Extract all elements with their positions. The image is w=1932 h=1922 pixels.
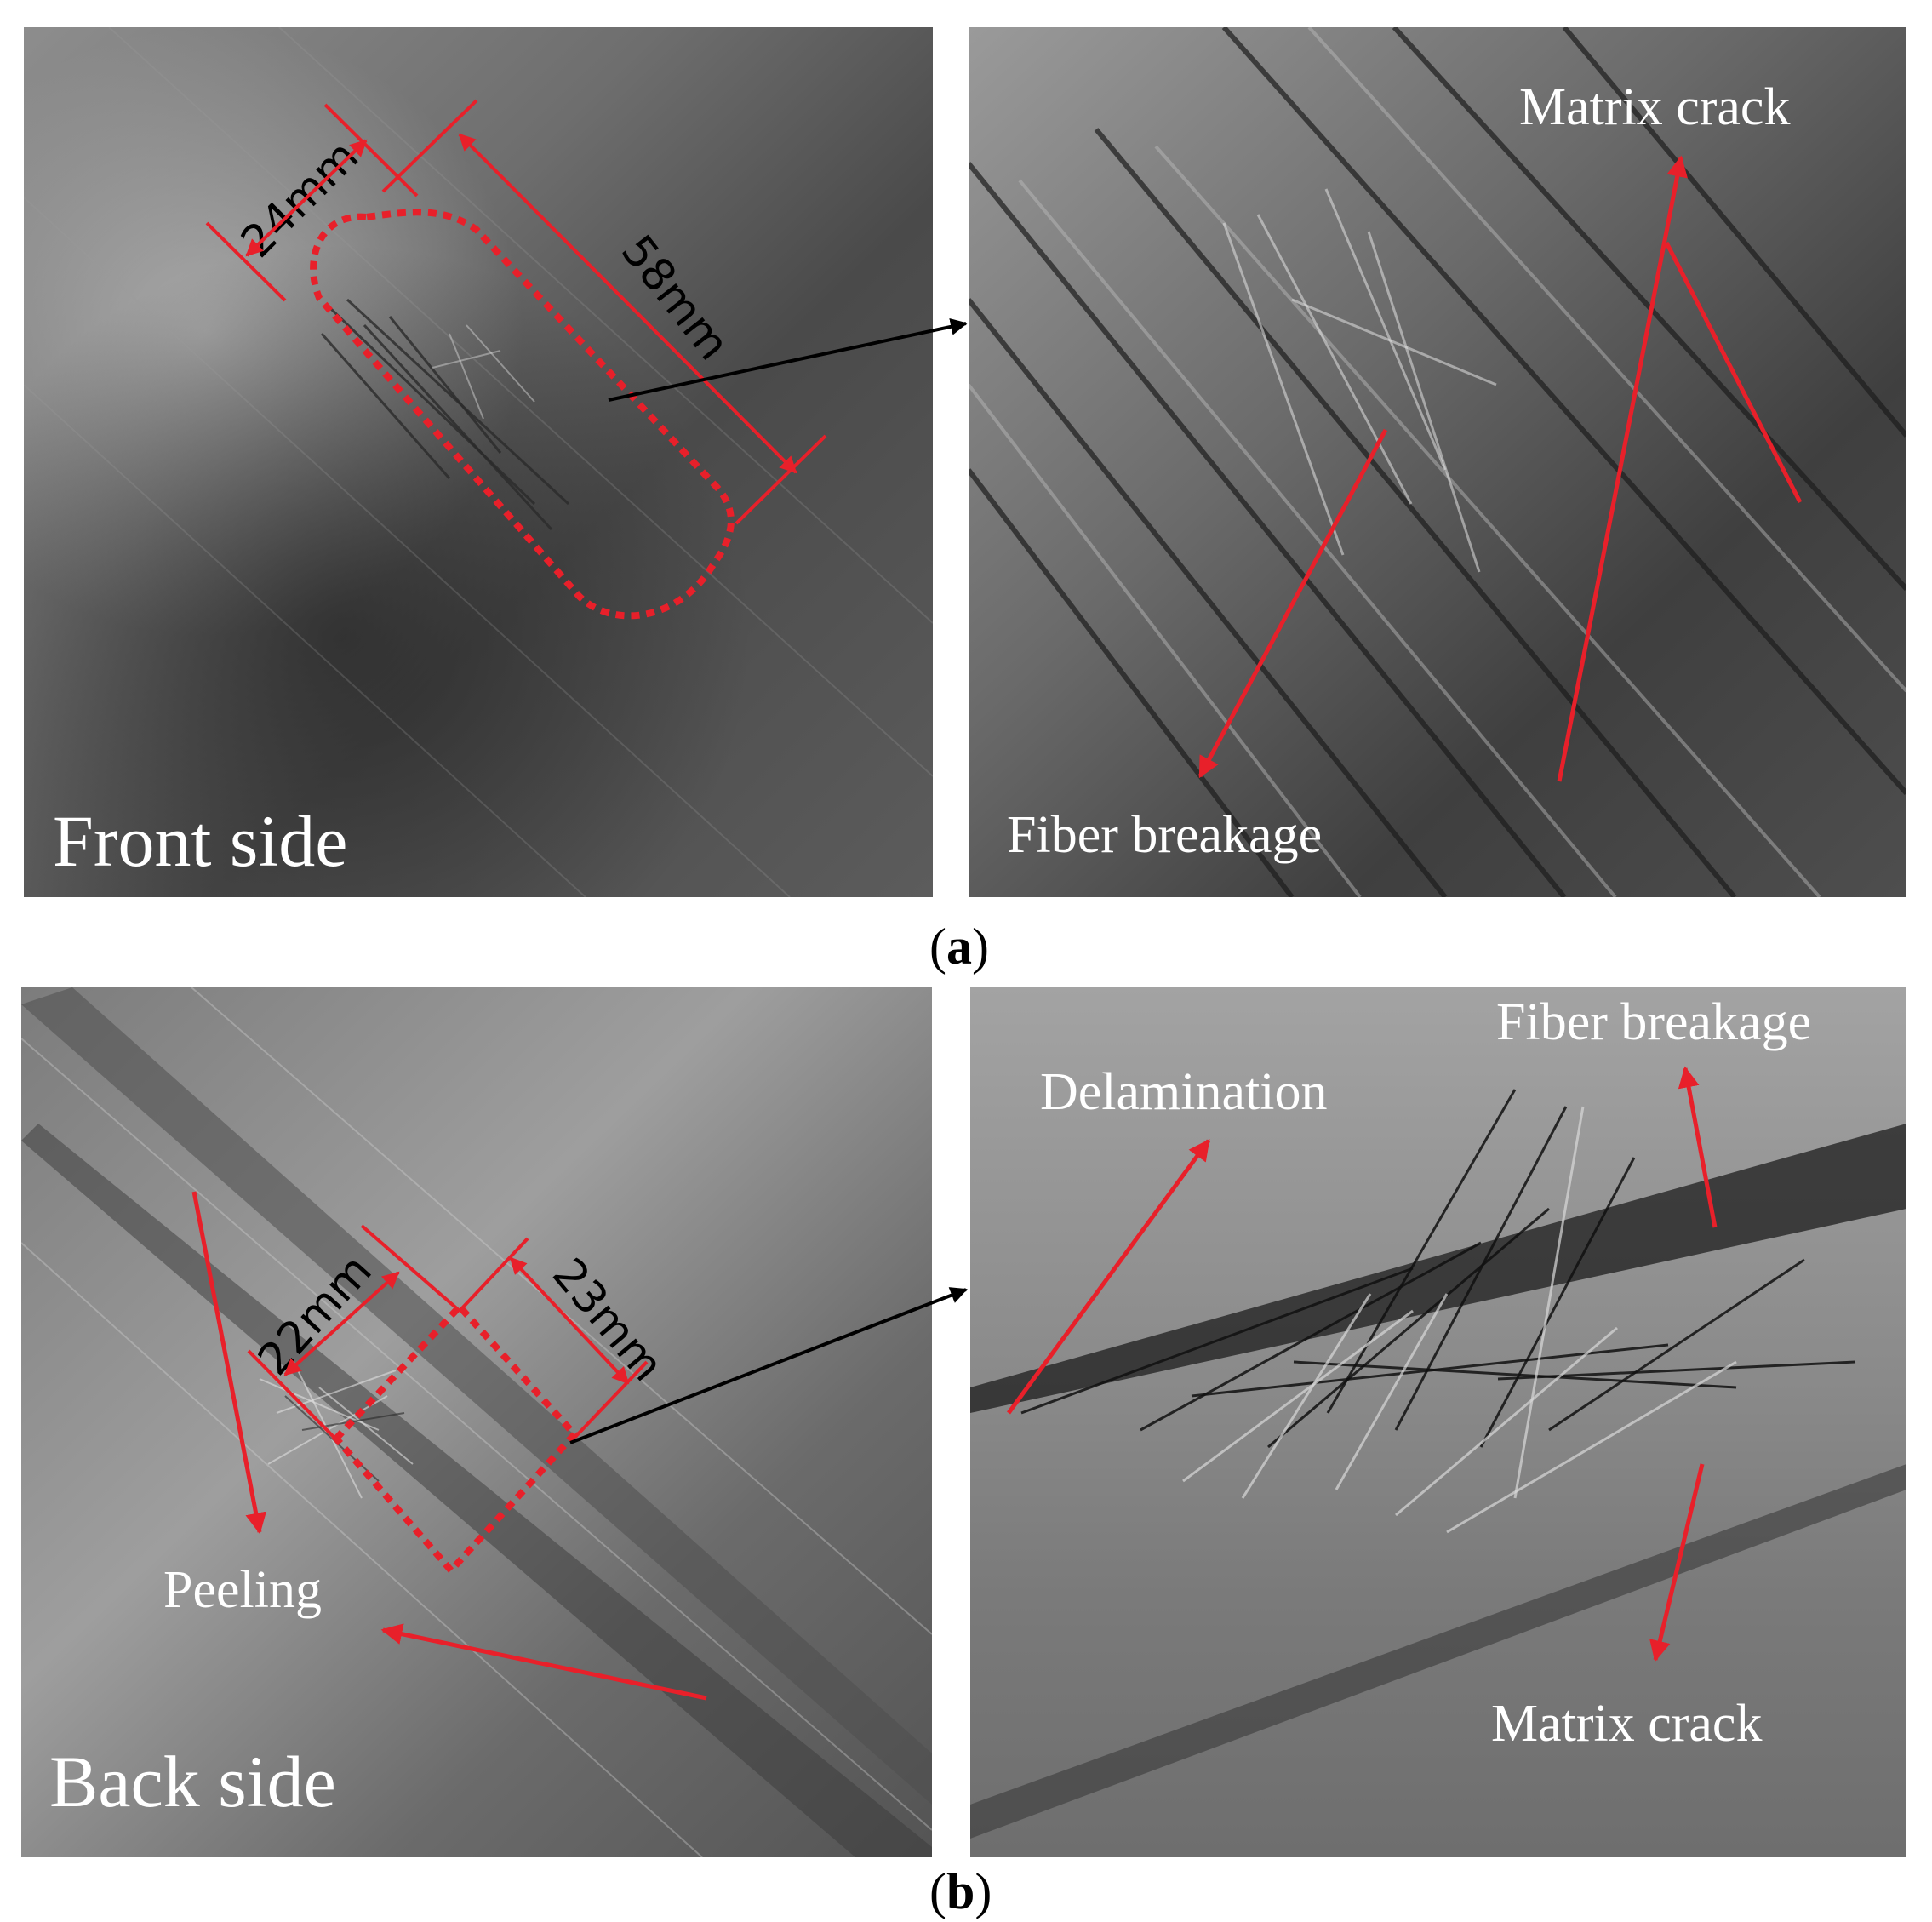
front-detail-photo-render: [969, 27, 1906, 897]
caption-b: (b): [929, 1863, 992, 1919]
fiber-breakage-label-b: Fiber breakage: [1496, 993, 1812, 1051]
matrix-crack-label-a: Matrix crack: [1519, 78, 1791, 136]
delamination-label: Delamination: [1040, 1063, 1328, 1121]
peeling-label: Peeling: [163, 1561, 322, 1619]
caption-a: (a): [929, 918, 989, 975]
photo-front-detail: [969, 27, 1906, 897]
front-side-label: Front side: [53, 800, 348, 882]
photo-back-side: [21, 987, 932, 1857]
matrix-crack-label-b: Matrix crack: [1491, 1695, 1763, 1753]
photo-front-side: [24, 27, 933, 897]
fiber-breakage-label-a: Fiber breakage: [1007, 806, 1323, 864]
back-side-photo-render: [21, 987, 932, 1857]
back-side-label: Back side: [49, 1741, 336, 1822]
front-side-photo-render: [24, 27, 933, 897]
